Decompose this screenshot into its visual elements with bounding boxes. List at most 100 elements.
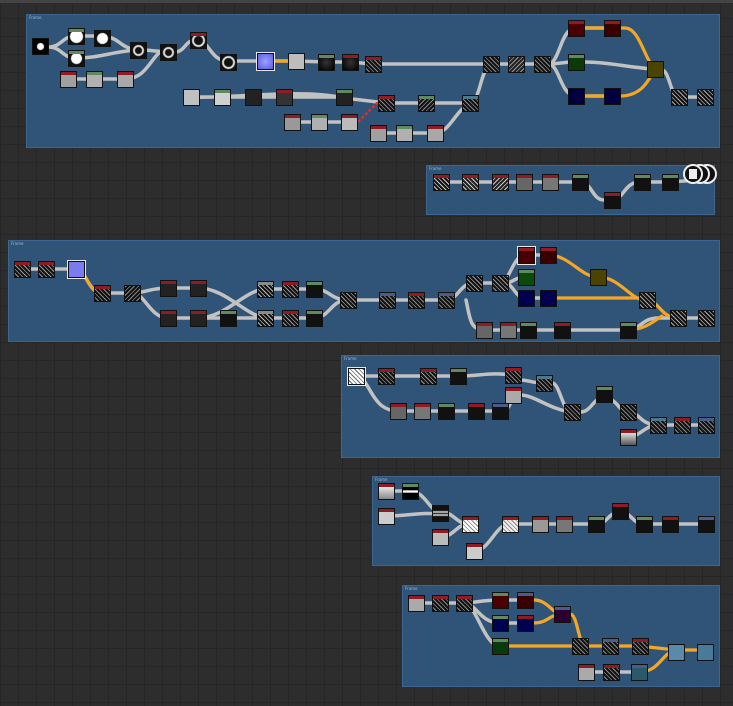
node-noise-f6-6[interactable] bbox=[603, 664, 620, 681]
node-circle-white[interactable] bbox=[68, 28, 85, 45]
node-dark-f4-5[interactable] bbox=[596, 386, 613, 403]
node-dark-f5-5[interactable] bbox=[698, 516, 715, 533]
node-noise-f4-4[interactable] bbox=[505, 367, 522, 384]
node-red-f6[interactable] bbox=[492, 592, 509, 609]
node-dark-f2[interactable] bbox=[572, 174, 589, 191]
node-noise-f3-4[interactable] bbox=[124, 285, 141, 302]
node-noise-f4[interactable] bbox=[347, 367, 366, 386]
node-noise-f3-2[interactable] bbox=[38, 261, 55, 278]
node-cyan-f6[interactable] bbox=[668, 644, 685, 661]
node-blue-channel-2[interactable] bbox=[604, 88, 621, 105]
node-blur-tex-2[interactable] bbox=[214, 89, 231, 106]
node-dark-f3-3[interactable] bbox=[160, 310, 177, 327]
node-green-f6[interactable] bbox=[492, 638, 509, 655]
node-grey-tex-9[interactable] bbox=[427, 125, 444, 142]
node-red-channel-2[interactable] bbox=[604, 20, 621, 37]
node-yellow-mix[interactable] bbox=[647, 61, 664, 78]
node-grey-tex-4[interactable] bbox=[284, 114, 301, 131]
node-green-channel[interactable] bbox=[568, 54, 585, 71]
node-ring[interactable] bbox=[130, 42, 147, 59]
node-dark-f5-4[interactable] bbox=[662, 516, 679, 533]
node-grey-f2-2[interactable] bbox=[542, 174, 559, 191]
node-grey-f2[interactable] bbox=[516, 174, 533, 191]
node-dark-f3-10[interactable] bbox=[620, 322, 637, 339]
node-ring-2[interactable] bbox=[160, 44, 177, 61]
node-noise-f3-15[interactable] bbox=[639, 292, 656, 309]
node-dark-tex-2[interactable] bbox=[276, 89, 293, 106]
node-grey-f5[interactable] bbox=[378, 508, 395, 525]
node-dark-tex[interactable] bbox=[245, 89, 262, 106]
node-purple-f6[interactable] bbox=[554, 606, 571, 623]
node-dark-f4[interactable] bbox=[450, 368, 467, 385]
node-yellow-f3[interactable] bbox=[590, 269, 607, 286]
node-grey-blur[interactable] bbox=[288, 53, 305, 70]
node-ring-3[interactable] bbox=[190, 32, 207, 49]
node-blue-f6-2[interactable] bbox=[517, 615, 534, 632]
node-noise-f4-10[interactable] bbox=[698, 417, 715, 434]
node-grey-f4-3[interactable] bbox=[414, 403, 431, 420]
node-noise-f3-8[interactable] bbox=[282, 310, 299, 327]
node-noise-7[interactable] bbox=[462, 95, 479, 112]
node-circle-white-2[interactable] bbox=[68, 50, 85, 67]
node-dark-f5-3[interactable] bbox=[636, 516, 653, 533]
node-grey-tex-8[interactable] bbox=[396, 125, 413, 142]
node-grey-f5-4[interactable] bbox=[532, 516, 549, 533]
node-blue-f6[interactable] bbox=[492, 615, 509, 632]
node-dark-f5[interactable] bbox=[588, 516, 605, 533]
node-grey-f6-2[interactable] bbox=[578, 664, 595, 681]
node-dark-f3-7[interactable] bbox=[306, 310, 323, 327]
node-grey-f5-5[interactable] bbox=[556, 516, 573, 533]
node-dark-tex-3[interactable] bbox=[336, 89, 353, 106]
node-dark-f3-2[interactable] bbox=[190, 280, 207, 297]
node-dark-f2-2[interactable] bbox=[604, 192, 621, 209]
node-dark-f4-3[interactable] bbox=[468, 403, 485, 420]
node-noise-f2-3[interactable] bbox=[492, 174, 509, 191]
node-noise-f3-11[interactable] bbox=[408, 292, 425, 309]
node-grey-tex-6[interactable] bbox=[341, 114, 358, 131]
node-noise-f3-12[interactable] bbox=[438, 292, 455, 309]
node-noise-f5[interactable] bbox=[462, 516, 479, 533]
node-noise-f4-3[interactable] bbox=[420, 368, 437, 385]
node-cyan-f6-2[interactable] bbox=[697, 644, 714, 661]
node-grey-f5-3[interactable] bbox=[466, 543, 483, 560]
node-grey-tex-2[interactable] bbox=[86, 71, 103, 88]
node-noise-f3-7[interactable] bbox=[257, 310, 274, 327]
node-noise-f4-9[interactable] bbox=[674, 417, 691, 434]
node-dark-f3[interactable] bbox=[160, 280, 177, 297]
node-noise-f3-9[interactable] bbox=[340, 292, 357, 309]
node-dark-f3-4[interactable] bbox=[190, 310, 207, 327]
node-blur-tex[interactable] bbox=[183, 89, 200, 106]
node-noise-f3-13[interactable] bbox=[466, 275, 483, 292]
node-blue-f3[interactable] bbox=[67, 260, 86, 279]
node-noise-f4-5[interactable] bbox=[536, 375, 553, 392]
node-gradient-f4[interactable] bbox=[620, 429, 637, 446]
node-noise-f3-14[interactable] bbox=[492, 275, 509, 292]
node-noise-f3-17[interactable] bbox=[698, 310, 715, 327]
node-noise-f6-5[interactable] bbox=[632, 638, 649, 655]
node-cyan-f6-3[interactable] bbox=[631, 664, 648, 681]
node-dark-blob[interactable] bbox=[318, 54, 335, 71]
node-noise-f3-16[interactable] bbox=[670, 310, 687, 327]
node-dark-f2-3[interactable] bbox=[634, 174, 651, 191]
node-noise-f2[interactable] bbox=[433, 174, 450, 191]
node-noise-out-2[interactable] bbox=[697, 89, 714, 106]
node-circle-white-small[interactable] bbox=[94, 30, 111, 47]
node-noise-f4-6[interactable] bbox=[564, 404, 581, 421]
node-noise-2[interactable] bbox=[483, 56, 500, 73]
node-grey-f6[interactable] bbox=[408, 595, 425, 612]
node-circle-mask[interactable] bbox=[32, 38, 49, 55]
node-dark-blob-2[interactable] bbox=[342, 54, 359, 71]
node-green-f3[interactable] bbox=[518, 269, 535, 286]
node-dark-f4-2[interactable] bbox=[438, 403, 455, 420]
node-blue-channel[interactable] bbox=[568, 88, 585, 105]
node-grey-f3[interactable] bbox=[476, 322, 493, 339]
node-dark-f3-8[interactable] bbox=[520, 322, 537, 339]
node-grey-tex[interactable] bbox=[60, 71, 77, 88]
node-gradient-f5-2[interactable] bbox=[402, 483, 419, 500]
document-stack-icon[interactable] bbox=[681, 162, 719, 188]
node-stripe-f5[interactable] bbox=[432, 505, 449, 522]
node-red-f3[interactable] bbox=[517, 246, 536, 265]
node-dark-f3-6[interactable] bbox=[306, 281, 323, 298]
node-grey-tex-7[interactable] bbox=[370, 125, 387, 142]
node-dark-f4-4[interactable] bbox=[492, 403, 509, 420]
